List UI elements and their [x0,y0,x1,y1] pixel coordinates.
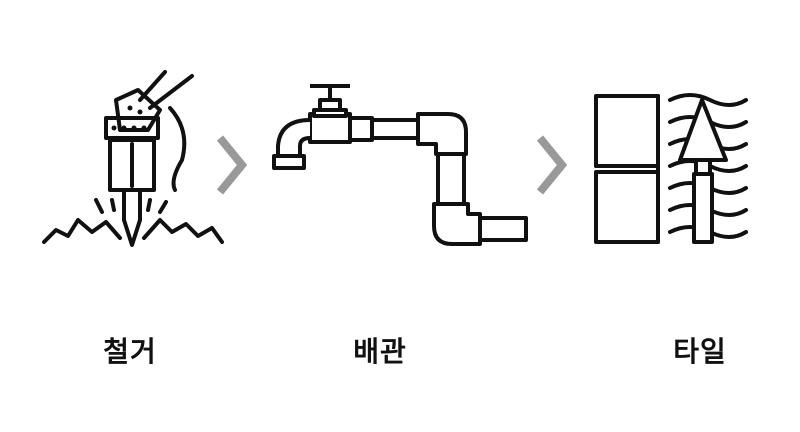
step-label-piping: 배관 [353,335,407,368]
chevron-right-icon [536,135,568,195]
jackhammer-icon [42,70,224,247]
step-piping: 배관 [270,60,528,380]
step-label-tiling: 타일 [673,335,727,368]
pipe-faucet-icon [272,84,528,246]
step-tiling: 타일 [590,60,800,380]
tile-trowel-icon [594,93,748,244]
step-label-demolition: 철거 [103,335,157,368]
chevron-right-icon [216,135,248,195]
step-demolition: 철거 [20,60,240,380]
